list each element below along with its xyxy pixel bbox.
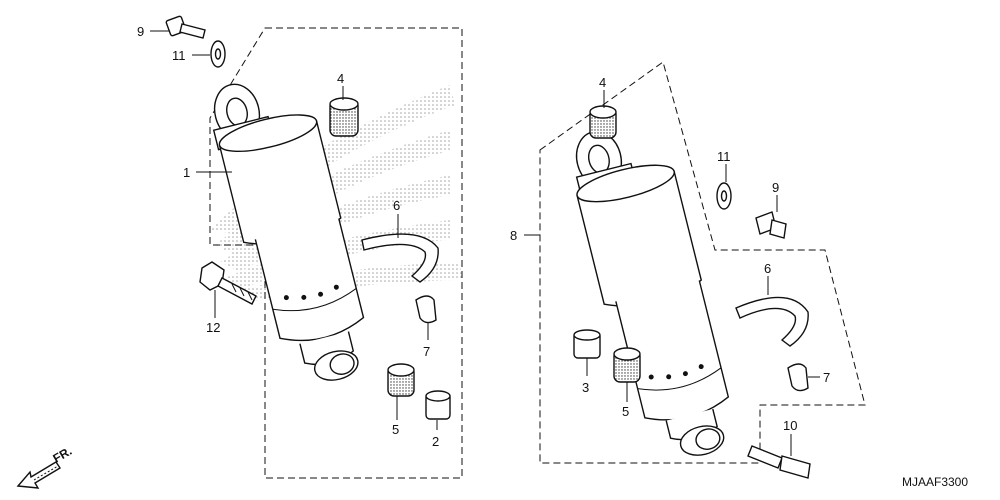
callout-left-12: 12: [206, 320, 220, 335]
left-collar-2: [425, 390, 451, 420]
right-stud-10: [747, 445, 811, 479]
callout-left-7: 7: [423, 344, 430, 359]
right-bushing-5: [613, 347, 641, 383]
callout-right-3: 3: [582, 380, 589, 395]
front-direction-label: FR.: [51, 444, 75, 466]
callout-right-10: 10: [783, 418, 797, 433]
callout-left-11: 11: [172, 48, 186, 63]
callout-left-6: 6: [393, 198, 400, 213]
right-bushing-4: [589, 105, 617, 139]
right-band-6: [735, 296, 809, 347]
callout-right-4: 4: [599, 75, 606, 90]
left-washer-11: [210, 40, 226, 68]
right-collar-3: [573, 329, 601, 359]
left-clip-7: [415, 295, 437, 324]
left-shock-absorber: [212, 83, 365, 381]
front-direction-arrow-icon: [16, 461, 61, 489]
left-assembly-outline: [209, 27, 463, 479]
left-band-6: [361, 233, 439, 283]
diagram-code: MJAAF3300: [902, 475, 968, 489]
callout-left-5: 5: [392, 422, 399, 437]
callout-left-4: 4: [337, 71, 344, 86]
callout-right-9: 9: [772, 180, 779, 195]
callout-right-5: 5: [622, 404, 629, 419]
right-shock-absorber: [575, 130, 730, 456]
callout-right-7: 7: [823, 370, 830, 385]
left-bushing-4: [329, 97, 359, 137]
right-washer-11: [716, 182, 732, 210]
callout-right-11: 11: [717, 149, 731, 164]
callout-right-8: 8: [510, 228, 517, 243]
callout-right-6: 6: [764, 261, 771, 276]
left-bushing-5: [387, 363, 415, 397]
callout-left-2: 2: [432, 434, 439, 449]
leader-lines: [150, 30, 820, 456]
right-bolt-9: [755, 211, 787, 239]
left-bolt-9: [165, 15, 206, 39]
right-assembly-outline: [539, 61, 866, 464]
left-bolt-12: [199, 261, 257, 305]
callout-left-9: 9: [137, 24, 144, 39]
callout-left-1: 1: [183, 165, 190, 180]
right-clip-7: [787, 363, 809, 392]
